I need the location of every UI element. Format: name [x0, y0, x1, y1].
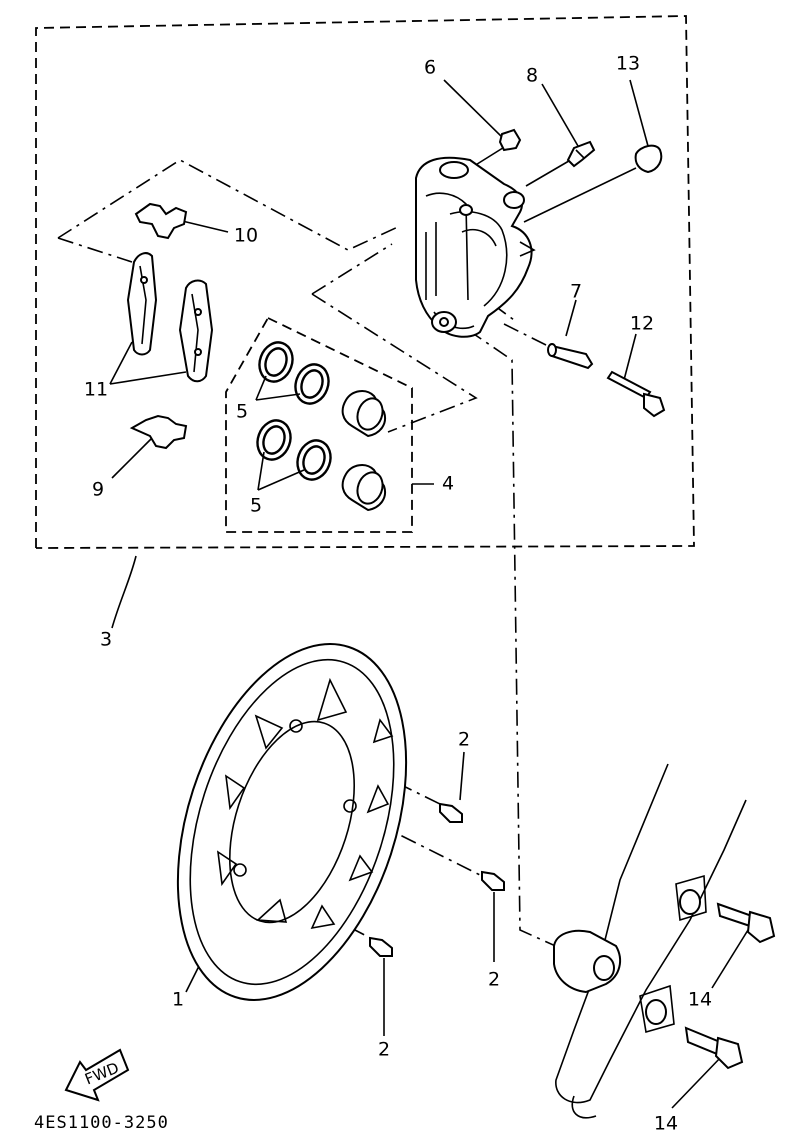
callout-10: 10	[234, 225, 258, 247]
seal-kit-boundary	[225, 317, 413, 533]
caliper-body	[415, 156, 536, 338]
caliper-bolt	[606, 370, 666, 418]
piston-seals	[256, 341, 332, 481]
callout-1: 1	[172, 989, 184, 1011]
callout-3: 3	[100, 629, 112, 651]
callout-4: 4	[442, 473, 454, 495]
brake-pad-right	[178, 279, 214, 383]
fork-leg	[553, 763, 747, 1119]
mount-bolts	[684, 902, 776, 1070]
pad-support-lower	[129, 414, 188, 450]
pistons	[341, 390, 386, 512]
brake-disc	[176, 643, 408, 1001]
callout-13: 13	[616, 53, 640, 75]
drawing-code: 4ES1100-3250	[34, 1113, 169, 1133]
callout-5-lower: 5	[250, 495, 262, 517]
callout-5-upper: 5	[236, 401, 248, 423]
callout-7: 7	[570, 281, 582, 303]
forward-direction-arrow: FWD	[64, 1048, 130, 1102]
caliper-assembly-boundary	[35, 15, 695, 549]
callout-2-right: 2	[488, 969, 500, 991]
brake-pad-left	[126, 252, 158, 356]
bleed-cap	[498, 128, 522, 152]
bleed-screw	[566, 140, 596, 168]
callout-8: 8	[526, 65, 538, 87]
callout-12: 12	[630, 313, 654, 335]
callout-14-lower: 14	[654, 1113, 678, 1135]
caliper-pin	[547, 343, 594, 370]
callout-9: 9	[92, 479, 104, 501]
callout-11: 11	[84, 379, 108, 401]
boot	[634, 144, 663, 174]
callout-labels: 1 2 2 2 3 4 5 5 6 7 8 9 10 11 12 13 14 1…	[84, 53, 712, 1135]
disc-bolts	[369, 802, 505, 957]
callout-6: 6	[424, 57, 436, 79]
pad-support-upper	[134, 202, 188, 240]
callout-2-upper: 2	[458, 729, 470, 751]
callout-2-lower: 2	[378, 1039, 390, 1061]
callout-14-upper: 14	[688, 989, 712, 1011]
